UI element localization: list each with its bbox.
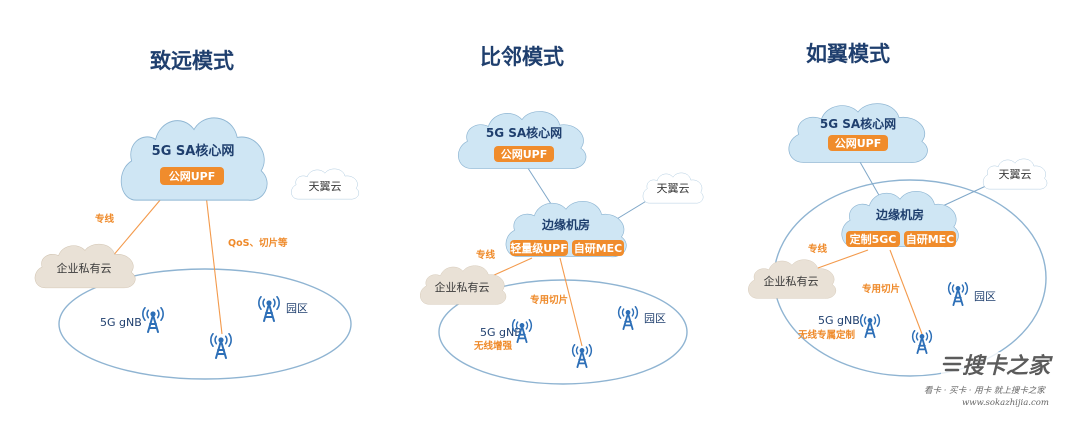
public-upf-label: 公网UPF: [835, 137, 882, 150]
gnb-label: 5G gNB: [100, 316, 142, 329]
watermark-backdrop: [941, 352, 1061, 378]
speed-lines-icon: [942, 356, 964, 372]
gnb-sub-label: 无线专属定制: [797, 329, 856, 341]
custom-5gc-tag: [846, 231, 900, 247]
public-upf-tag: [160, 167, 224, 185]
tianyi-cloud-label: 天翼云: [657, 182, 690, 195]
park-area: [438, 279, 688, 385]
core-edge-link: [859, 161, 881, 198]
mec-tag: [904, 231, 956, 247]
watermark-url: www.sokazhijia.com: [962, 398, 1049, 408]
tianyi-cloud-label: 天翼云: [999, 168, 1032, 181]
slice-line: [889, 249, 923, 335]
core-network-cloud: [120, 117, 268, 201]
custom-5gc-label: 定制5GC: [850, 232, 897, 246]
panel-title: 致远模式: [150, 49, 234, 73]
mec-label: 自研MEC: [574, 241, 623, 255]
dedicated-line-label: 专线: [476, 249, 496, 261]
watermark: 搜卡之家 看卡 · 买卡 · 用卡 就上搜卡之家 www.sokazhijia.…: [924, 352, 1061, 408]
public-upf-label: 公网UPF: [169, 170, 216, 183]
core-edge-link: [523, 161, 554, 208]
public-upf-tag: [494, 146, 554, 162]
core-cloud-label: 5G SA核心网: [486, 125, 562, 140]
light-upf-label: 轻量级UPF: [510, 241, 568, 255]
tianyi-cloud-label: 天翼云: [309, 180, 342, 193]
light-upf-tag: [510, 240, 568, 256]
watermark-logo-text: 搜卡之家: [962, 353, 1053, 379]
enterprise-cloud-label: 企业私有云: [57, 261, 112, 275]
qos-slice-label: QoS、切片等: [228, 237, 288, 249]
panel-ruyi: 如翼模式 5G SA核心网 公网UPF 天翼云 边缘机房 定制5GC 自研MEC…: [748, 42, 1048, 377]
enterprise-cloud-label: 企业私有云: [435, 280, 490, 294]
panel-zhiyuan: 致远模式 5G SA核心网 公网UPF 天翼云 企业私有云 专线 QoS、切片等…: [34, 49, 360, 380]
park-area: [58, 268, 352, 380]
gnb-sub-label: 无线增强: [473, 340, 513, 352]
gnb-label: 5G gNB: [480, 326, 522, 339]
dedicated-line-label: 专线: [808, 243, 828, 255]
park-label: 园区: [644, 312, 666, 325]
edge-cloud-label: 边缘机房: [875, 207, 924, 222]
gnb-label: 5G gNB: [818, 314, 860, 327]
enterprise-cloud-label: 企业私有云: [764, 274, 819, 288]
slice-line: [204, 185, 223, 335]
slice-label: 专用切片: [862, 283, 900, 295]
park-label: 园区: [974, 290, 996, 303]
park-label: 园区: [286, 302, 308, 315]
watermark-tagline: 看卡 · 买卡 · 用卡 就上搜卡之家: [924, 385, 1046, 396]
edge-cloud-label: 边缘机房: [541, 217, 590, 232]
core-network-cloud: [788, 103, 928, 163]
mec-label: 自研MEC: [906, 232, 955, 246]
dedicated-line: [491, 257, 533, 277]
panel-title: 比邻模式: [480, 45, 564, 69]
core-cloud-label: 5G SA核心网: [820, 116, 896, 131]
dedicated-line: [817, 249, 869, 269]
slice-line: [559, 257, 583, 347]
core-cloud-label: 5G SA核心网: [152, 143, 235, 159]
dedicated-line-label: 专线: [95, 213, 115, 225]
panel-bilin: 比邻模式 5G SA核心网 公网UPF 天翼云 边缘机房 轻量级UPF 自研ME…: [420, 45, 704, 385]
public-upf-tag: [828, 135, 888, 151]
mec-tag: [572, 240, 624, 256]
slice-label: 专用切片: [530, 294, 568, 306]
public-upf-label: 公网UPF: [501, 148, 548, 161]
panel-title: 如翼模式: [806, 42, 890, 66]
